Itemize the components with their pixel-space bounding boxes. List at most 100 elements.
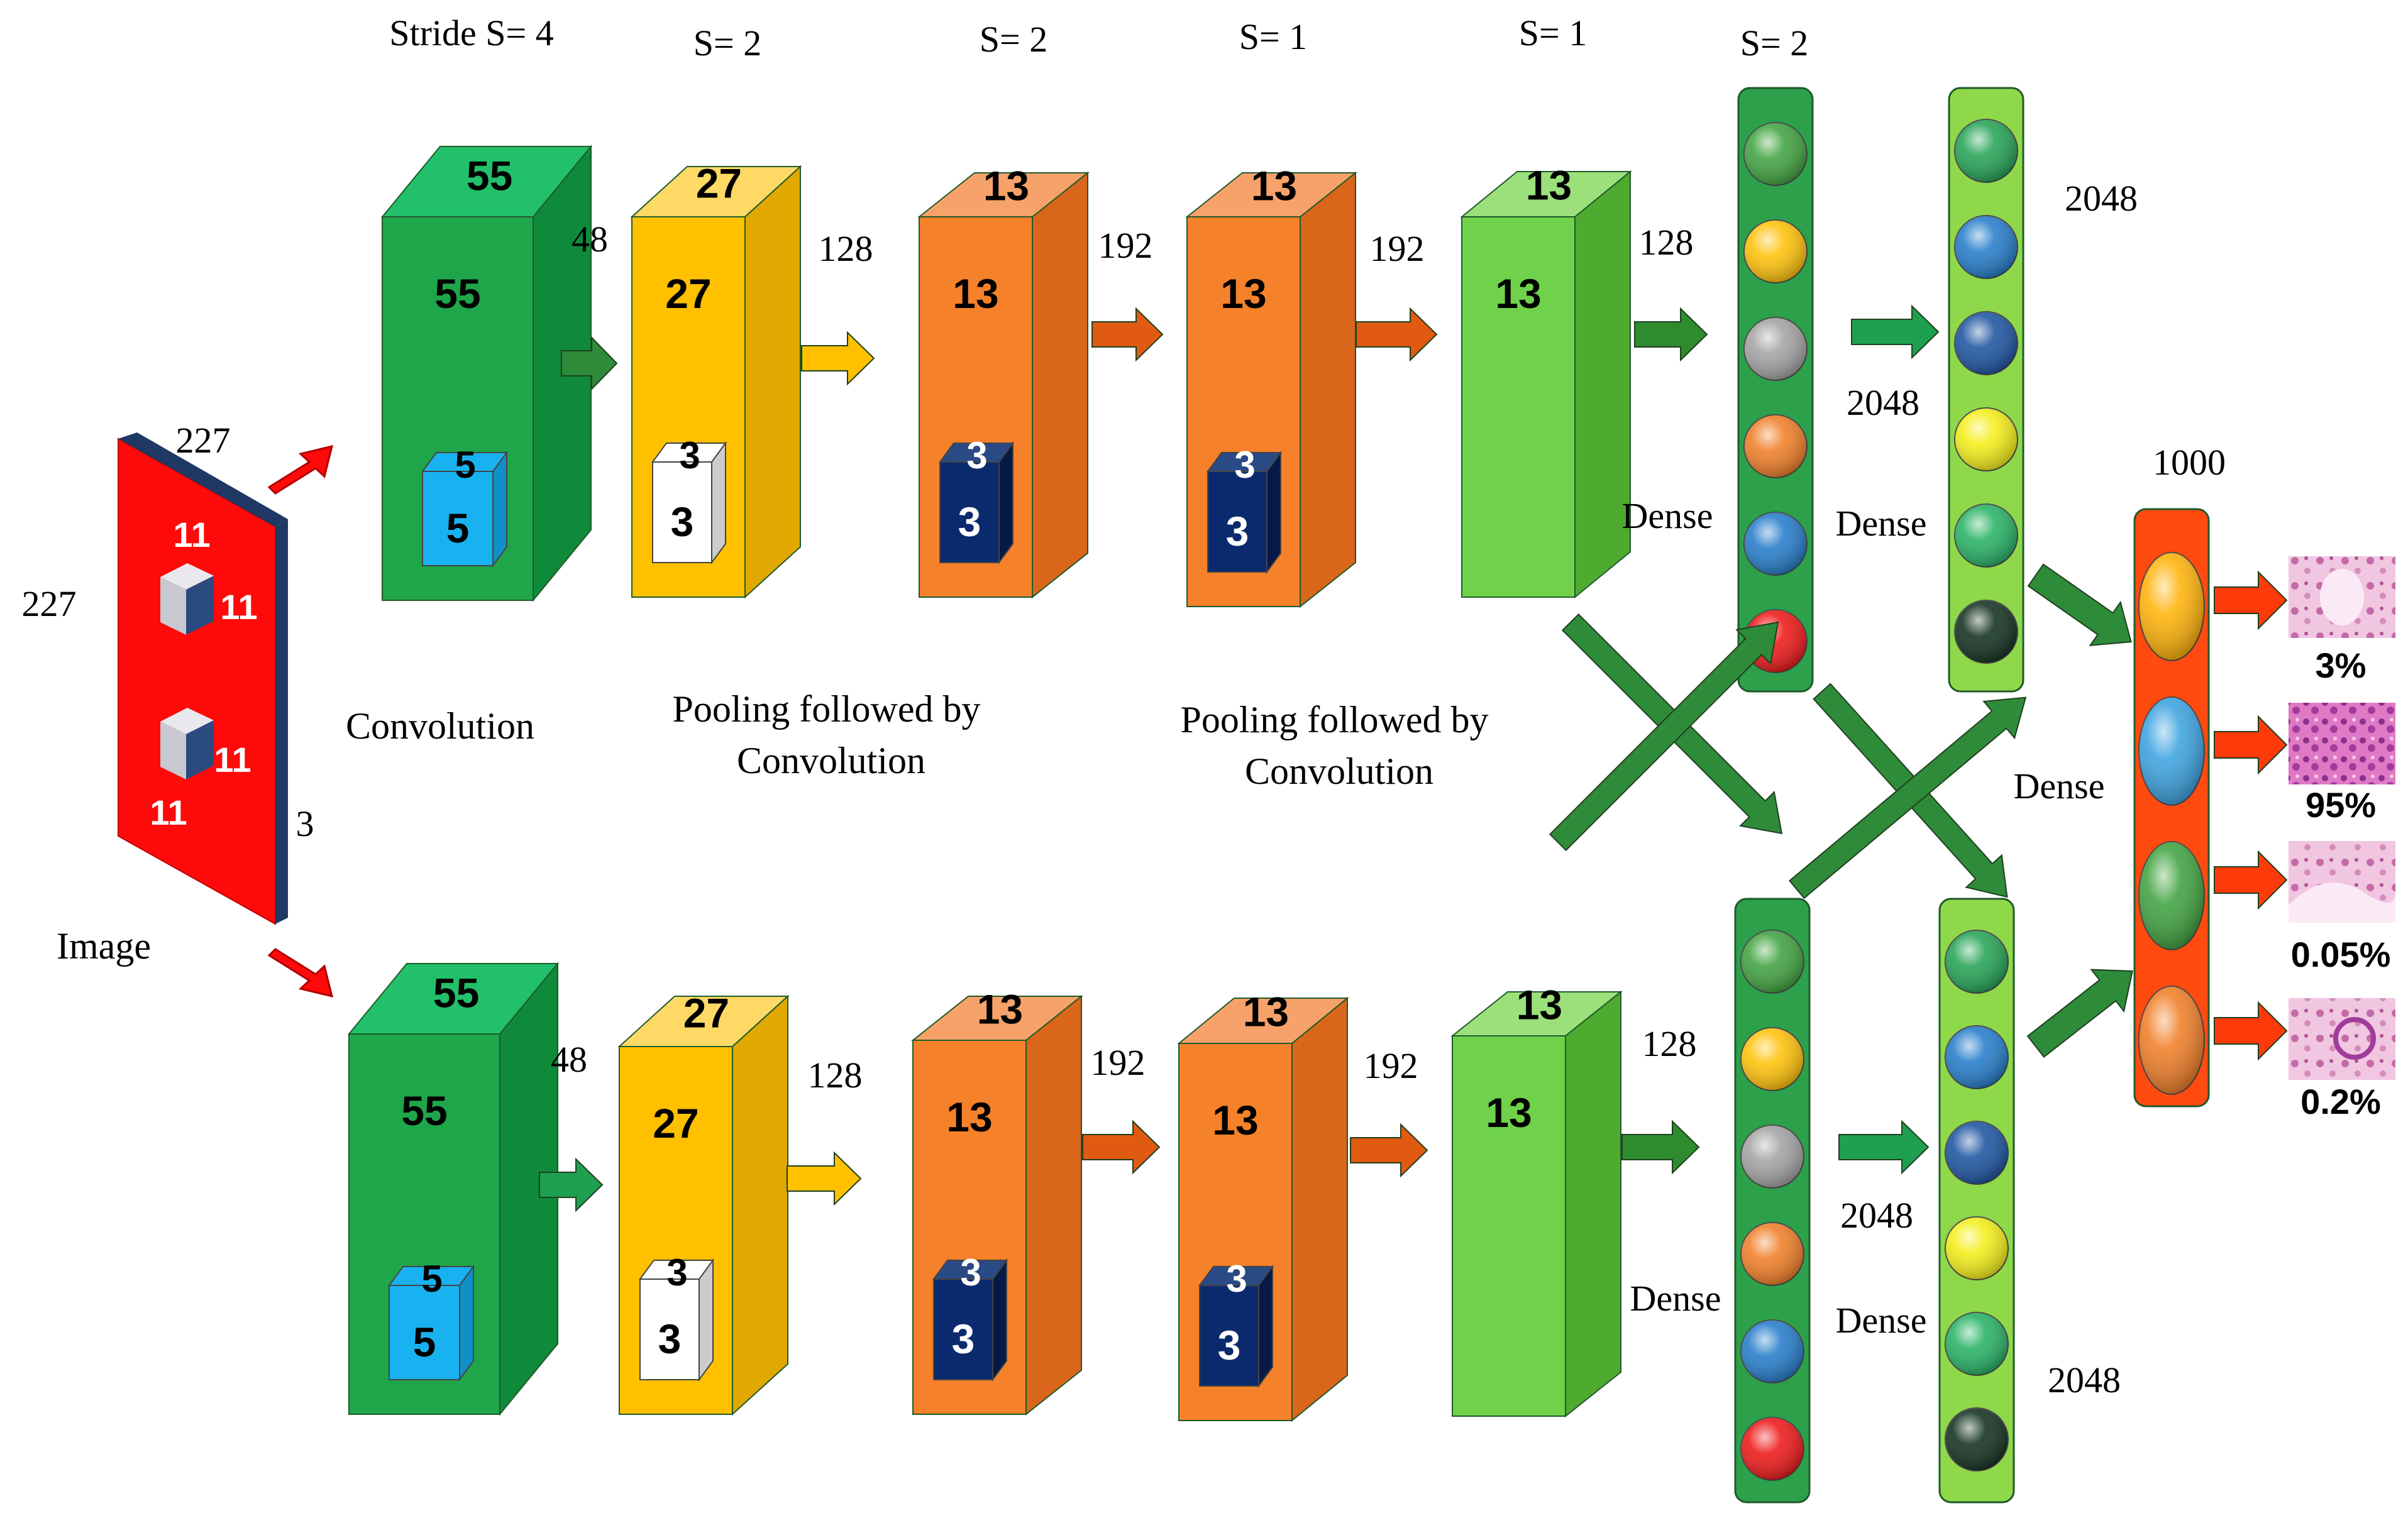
- dense-column-top-1-node-shine: [1744, 220, 1807, 283]
- arrow-output-1: [2214, 570, 2288, 630]
- kernel-cube-top-label: 3: [1234, 444, 1255, 486]
- output-percent-1: 3%: [2316, 646, 2367, 685]
- dense-column-bottom-1: [1734, 898, 1811, 1504]
- conv-block-front-label: 27: [665, 270, 711, 317]
- arrow-top-2: [801, 331, 875, 386]
- kernel-cube-front-label: 3: [958, 498, 981, 545]
- conv-block-front-label: 13: [1486, 1089, 1532, 1136]
- channel-label-top-1: 48: [572, 219, 608, 260]
- output-percent-4: 0.2%: [2300, 1082, 2381, 1121]
- dense-column-bottom-2-node-shine: [1945, 1408, 2008, 1471]
- dense-columns: [1734, 87, 2210, 1504]
- kernel-cube-top-label: 3: [666, 1251, 687, 1294]
- dense-column-bottom-2-node-shine: [1945, 1121, 2008, 1184]
- stride-label-6: S= 2: [1740, 23, 1808, 63]
- units-label-2048-d: 2048: [2048, 1360, 2121, 1400]
- input-kernel-cube-1: [160, 563, 214, 635]
- dense-column-bottom-1-node-shine: [1741, 930, 1804, 993]
- kernel-cube-front: [389, 1285, 460, 1380]
- kernel-cube-side: [1266, 450, 1281, 575]
- conv-block-top-label: 55: [433, 969, 479, 1016]
- conv-block-top-label: 13: [1251, 162, 1297, 209]
- dense-column-bottom-2-node-shine: [1945, 1312, 2008, 1375]
- stage-label-pooling-1-line-2: Convolution: [737, 740, 925, 781]
- conv-block-side-face: [1565, 990, 1621, 1418]
- kernel-cube-front: [422, 471, 494, 566]
- arrow-top-6: [1851, 304, 1940, 360]
- conv-block-top-label: 55: [467, 152, 512, 199]
- dense-column-top-1-node-shine: [1744, 317, 1807, 380]
- input-kernel-label-4: 11: [150, 793, 187, 832]
- stage-label-pooling-2: Pooling followed by Convolution: [1181, 699, 1498, 792]
- arrow-bottom-1: [539, 1157, 604, 1212]
- arrow-output-2: [2214, 715, 2288, 775]
- conv-block-side-face: [1025, 994, 1082, 1416]
- input-image: [118, 432, 288, 925]
- dense-column-bottom-2-node-shine: [1945, 930, 2008, 993]
- dense-label-2: Dense: [1836, 503, 1927, 544]
- arrow-output-3: [2214, 850, 2288, 910]
- kernel-cube-top-label: 5: [455, 444, 475, 486]
- conv-block-front-label: 13: [1495, 270, 1541, 317]
- kernel-cube-front-label: 3: [658, 1316, 682, 1362]
- dense-column-bottom-2-node-shine: [1945, 1217, 2008, 1280]
- dense-column-bottom-1-node-shine: [1741, 1028, 1804, 1091]
- units-label-2048-b: 2048: [1847, 382, 1919, 423]
- dense-column-top-2-node-shine: [1955, 504, 2018, 567]
- dense-column-top-1-node-shine: [1744, 512, 1807, 575]
- dense-label-4: Dense: [1630, 1278, 1721, 1319]
- kernel-cube-side: [998, 441, 1013, 565]
- conv-block-side-face: [744, 165, 801, 599]
- channel-label-top-4: 192: [1370, 228, 1425, 269]
- conv-block-side-face: [1032, 171, 1088, 599]
- dense-column-bottom-1-node-shine: [1741, 1320, 1804, 1383]
- kernel-cube-side: [459, 1264, 474, 1382]
- conv-block-top-label: 13: [1243, 989, 1289, 1035]
- dense-column-output-node-shine: [2139, 986, 2204, 1094]
- kernel-cube-side: [492, 450, 507, 568]
- channel-label-bottom-2: 128: [808, 1055, 863, 1096]
- conv-block-front-label: 55: [434, 270, 480, 317]
- conv-block-bottom-5: 13 13: [1450, 981, 1623, 1418]
- dense-column-top-1-node-shine: [1744, 123, 1807, 185]
- output-thumbnail-2: [2289, 703, 2395, 784]
- output-thumbnail-4-cell: [2333, 1017, 2376, 1060]
- flow-arrows: [539, 304, 2288, 1212]
- kernel-cube-front-label: 3: [1218, 1322, 1241, 1368]
- kernel-cube-front-label: 5: [413, 1319, 436, 1365]
- arrow-bottom-3: [1082, 1119, 1161, 1175]
- dense-column-output-node-shine: [2139, 697, 2204, 805]
- kernel-cube-front-label: 3: [952, 1316, 975, 1362]
- conv-block-side-face: [1291, 996, 1348, 1422]
- channel-label-top-2: 128: [819, 228, 873, 269]
- kernel-cube-front: [1207, 471, 1268, 573]
- conv-block-top-label: 13: [1526, 162, 1572, 209]
- conv-block-front-face: [1452, 1035, 1566, 1417]
- conv-block-front-label: 27: [653, 1100, 699, 1146]
- conv-block-top-label: 13: [983, 162, 1029, 209]
- dense-column-top-1: [1737, 87, 1814, 693]
- kernel-cube-top-label: 3: [960, 1251, 981, 1294]
- stride-label-4: S= 1: [1239, 16, 1307, 57]
- stage-label-convolution: Convolution: [346, 705, 534, 747]
- kernel-cube-front-label: 3: [671, 498, 694, 545]
- dense-column-top-2-node-shine: [1955, 216, 2018, 278]
- dense-column-output: [2133, 508, 2210, 1108]
- kernel-cube-front: [939, 461, 1000, 563]
- arrow-cross-4: [1789, 696, 2027, 899]
- conv-block-top-5: 13 13: [1460, 162, 1632, 599]
- conv-block-top-label: 13: [1516, 981, 1562, 1028]
- stage-label-pooling-1-line-1: Pooling followed by: [673, 688, 981, 730]
- dense-column-output-body: [2133, 508, 2210, 1108]
- channel-label-top-3: 192: [1098, 225, 1153, 266]
- dense-column-top-2-node-shine: [1955, 119, 2018, 182]
- dense-column-top-2-node-shine: [1955, 408, 2018, 471]
- stride-label-2: S= 2: [693, 23, 761, 63]
- kernel-cube-front: [639, 1278, 700, 1380]
- arrow-bottom-6: [1838, 1119, 1930, 1175]
